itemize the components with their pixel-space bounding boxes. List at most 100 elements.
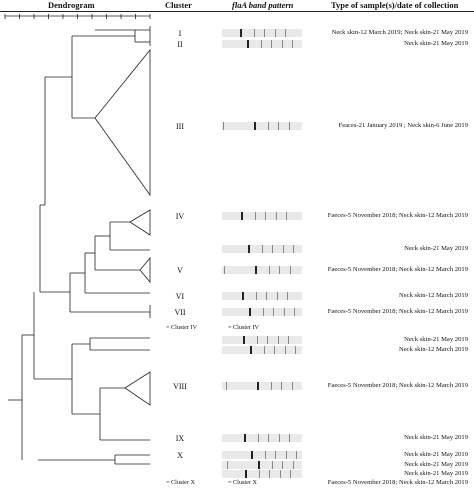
header-rule: [0, 11, 474, 12]
gel-band: [266, 292, 267, 300]
cluster-label: I: [178, 29, 182, 38]
gel-band: [242, 292, 244, 300]
gel-band: [279, 266, 280, 274]
gel-band: [251, 451, 253, 459]
band-pattern-ref: = Cluster X: [228, 479, 257, 486]
gel-band: [276, 212, 277, 220]
gel-band: [275, 29, 276, 37]
gel-band: [264, 346, 265, 354]
band-pattern-ref: = Cluster IV: [228, 324, 259, 331]
gel-band-lane: [222, 336, 302, 344]
gel-band: [282, 461, 283, 469]
gel-band: [255, 266, 257, 274]
cluster-label: = Cluster X: [166, 479, 195, 486]
gel-band-lane: [222, 29, 302, 37]
gel-band: [285, 29, 286, 37]
cluster-label: = Cluster IV: [166, 324, 197, 331]
gel-band: [286, 451, 287, 459]
gel-band: [241, 212, 243, 220]
gel-band: [274, 346, 275, 354]
gel-band: [243, 336, 245, 344]
cluster-header: Cluster: [165, 0, 192, 10]
gel-band: [290, 470, 291, 478]
gel-band: [283, 245, 284, 253]
sample-info: Neck skin-12 March 2019: [398, 346, 468, 353]
sample-info: Faeces-5 November 2018; Neck skin-12 Mar…: [327, 266, 468, 273]
gel-band: [294, 308, 295, 316]
gel-band: [254, 122, 256, 130]
sample-info: Faeces-5 November 2018; Neck skin-12 Mar…: [327, 479, 468, 486]
gel-band: [289, 434, 290, 442]
gel-band-lane: [222, 434, 302, 442]
gel-band: [278, 336, 279, 344]
sample-info: Neck skin-21 May 2019: [404, 40, 468, 47]
gel-band: [292, 382, 293, 390]
sample-info: Neck skin-21 May 2019: [404, 470, 468, 477]
gel-band-lane: [222, 212, 302, 220]
gel-band: [287, 292, 288, 300]
gel-band: [227, 461, 228, 469]
gel-band-lane: [222, 346, 302, 354]
sample-info: Neck skin-12 March 2019; Neck skin-21 Ma…: [331, 29, 468, 36]
band-pattern-header: flaA band pattern: [232, 0, 294, 10]
sample-info: Neck skin-12 March 2019: [398, 292, 468, 299]
gel-band: [269, 470, 270, 478]
scale-ticks: [4, 14, 151, 19]
gel-band: [288, 336, 289, 344]
gel-band: [248, 245, 250, 253]
gel-band: [271, 382, 272, 390]
gel-band-lane: [222, 308, 302, 316]
cluster-label: IX: [175, 434, 185, 443]
gel-band: [277, 292, 278, 300]
gel-band: [258, 434, 259, 442]
cluster-label: III: [176, 122, 184, 131]
gel-band-lane: [222, 461, 302, 469]
gel-band-lane: [222, 266, 302, 274]
gel-band: [275, 451, 276, 459]
sample-info: Neck skin-21 May 2019: [404, 451, 468, 458]
gel-band: [257, 382, 259, 390]
gel-band-lane: [222, 292, 302, 300]
gel-band: [273, 308, 274, 316]
cluster-label: VIII: [173, 382, 187, 391]
gel-band: [265, 212, 266, 220]
cluster-label: IV: [175, 212, 185, 221]
gel-band: [279, 434, 280, 442]
sample-type-header: Type of sample(s)/date of collection: [331, 0, 459, 10]
gel-band: [267, 336, 268, 344]
gel-band: [296, 451, 297, 459]
gel-band: [268, 122, 269, 130]
gel-band: [258, 461, 260, 469]
gel-band-lane: [222, 122, 302, 130]
gel-band: [286, 212, 287, 220]
gel-band: [278, 122, 279, 130]
gel-band: [293, 461, 294, 469]
gel-band: [271, 40, 272, 48]
gel-band: [295, 346, 296, 354]
cluster-label: V: [177, 266, 183, 275]
gel-band: [224, 266, 225, 274]
gel-band: [249, 308, 251, 316]
gel-band: [264, 29, 265, 37]
gel-band: [250, 346, 252, 354]
gel-band: [293, 245, 294, 253]
gel-band: [223, 122, 224, 130]
gel-band: [272, 461, 273, 469]
gel-band: [269, 266, 270, 274]
gel-band: [280, 470, 281, 478]
cluster-label: X: [177, 451, 183, 460]
cluster-label: II: [177, 40, 183, 49]
sample-info: Neck skin-21 May 2019: [404, 461, 468, 468]
sample-info: Neck skin-21 May 2019: [404, 434, 468, 441]
sample-info: Faeces-5 November 2018; Neck skin-12 Mar…: [327, 308, 468, 315]
gel-band-lane: [222, 40, 302, 48]
dendrogram-header: Dendrogram: [48, 0, 95, 10]
sample-info: Neck skin-21 May 2019: [404, 336, 468, 343]
gel-band-lane: [222, 451, 302, 459]
gel-band: [281, 382, 282, 390]
gel-band: [272, 245, 273, 253]
dendrogram-tree: [4, 14, 151, 465]
gel-band: [244, 434, 246, 442]
gel-band: [263, 308, 264, 316]
sample-info: Feaces-21 January 2019 ; Neck skin-6 Jun…: [338, 122, 468, 129]
